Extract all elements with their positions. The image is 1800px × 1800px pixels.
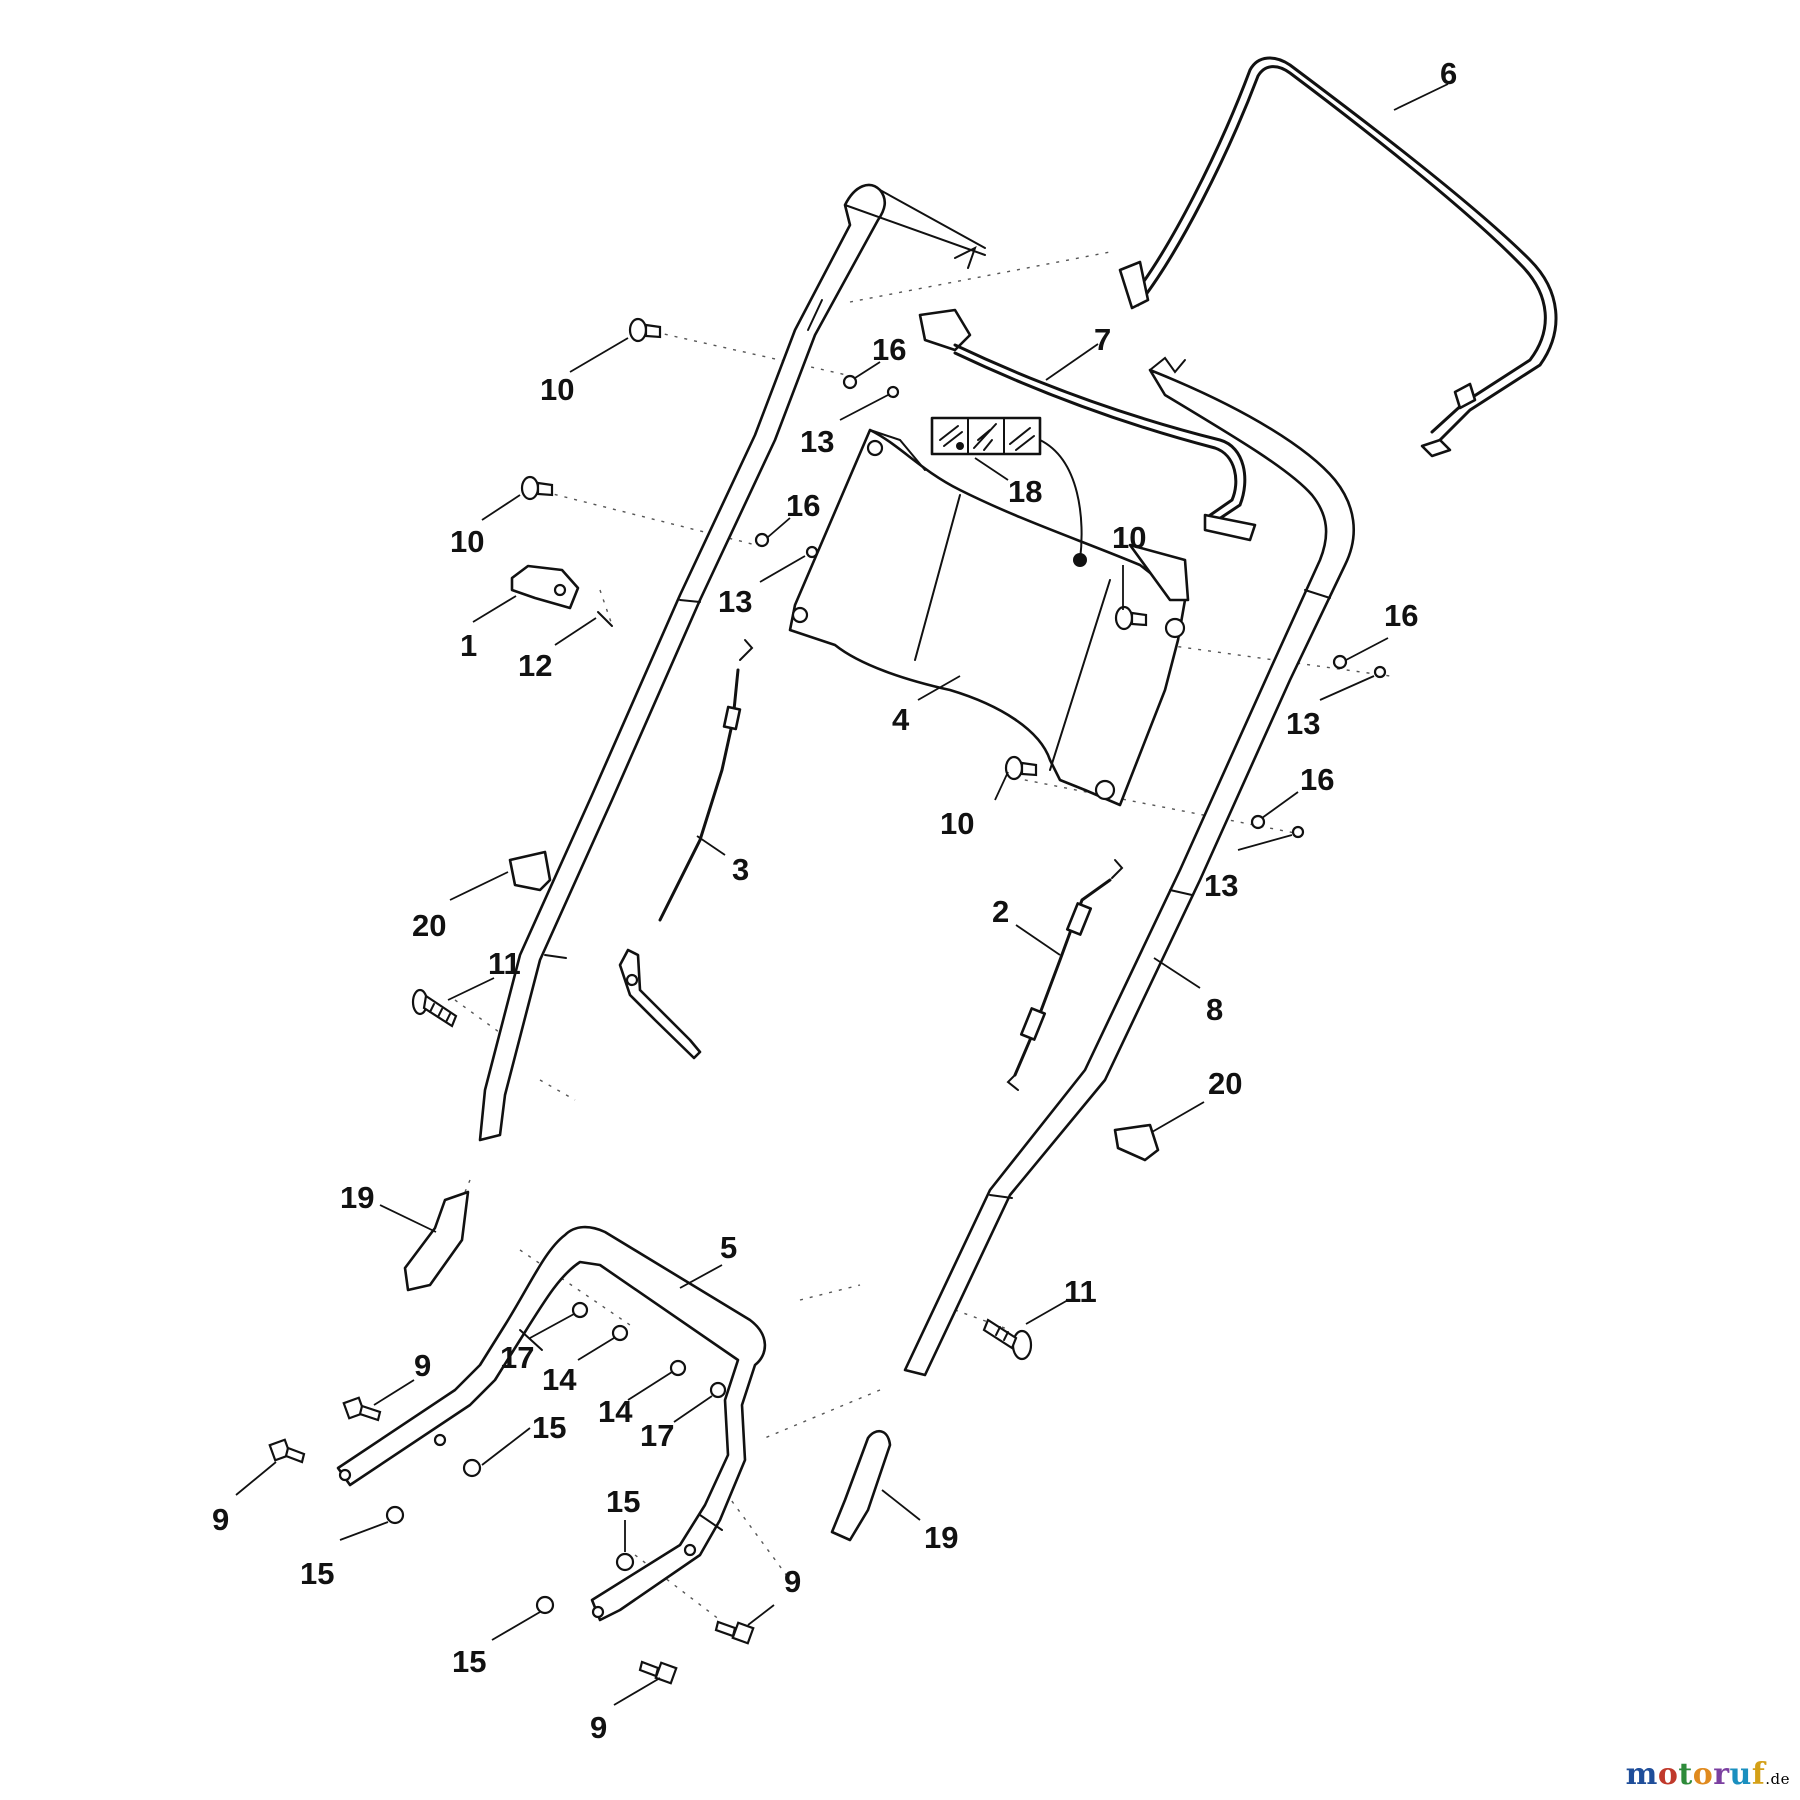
callout-3: 3	[732, 852, 749, 887]
callout-11: 11	[488, 946, 521, 981]
callout-16: 16	[1300, 762, 1334, 797]
start-icon	[973, 423, 997, 451]
callout-17: 17	[640, 1418, 674, 1453]
washer-17-a	[571, 1301, 589, 1319]
upper-handle-left-tube	[478, 183, 986, 1142]
nut-15-b	[385, 1505, 405, 1525]
callout-20: 20	[1208, 1066, 1242, 1101]
callout-9: 9	[590, 1710, 607, 1745]
nut-13-c	[1373, 665, 1387, 679]
washer-16-d	[1250, 814, 1266, 830]
callout-14: 14	[598, 1394, 633, 1429]
callout-10: 10	[540, 372, 574, 407]
bolt-9-c	[714, 1620, 755, 1645]
callout-5: 5	[720, 1230, 737, 1265]
choke-icon	[939, 425, 964, 450]
control-bail-bar	[1118, 56, 1558, 458]
callout-15: 15	[532, 1410, 566, 1445]
nut-13-b	[805, 545, 819, 559]
watermark-letter: o	[1657, 1757, 1679, 1792]
carriage-bolt-11-b	[982, 1318, 1033, 1361]
callout-16: 16	[1384, 598, 1418, 633]
callout-13: 13	[1286, 706, 1320, 741]
bolt-10-c	[1114, 605, 1148, 631]
watermark-letter: u	[1729, 1757, 1752, 1792]
screw-12	[597, 611, 613, 627]
callout-13: 13	[800, 424, 834, 459]
washer-16-b	[754, 532, 770, 548]
throttle-cable	[618, 639, 754, 1060]
washer-16-a	[842, 374, 858, 390]
nut-13-d	[1291, 825, 1305, 839]
nut-13-a	[886, 385, 900, 399]
callout-19: 19	[340, 1180, 374, 1215]
nut-14-b	[669, 1359, 687, 1377]
cap-20-a	[508, 850, 552, 892]
callout-20: 20	[412, 908, 446, 943]
brake-cable-rod	[918, 308, 1257, 542]
brake-cable	[1006, 859, 1124, 1091]
callout-13: 13	[1204, 868, 1238, 903]
nut-14-a	[611, 1324, 629, 1342]
motoruf-watermark: motoruf.de	[1626, 1757, 1790, 1792]
callout-9: 9	[212, 1502, 229, 1537]
callout-10: 10	[450, 524, 484, 559]
bolt-9-b	[268, 1438, 306, 1464]
callout-12: 12	[518, 648, 552, 683]
bolt-9-d	[638, 1660, 678, 1685]
callout-14: 14	[542, 1362, 577, 1397]
assembly-lines	[444, 251, 1391, 1621]
cover-19-a	[403, 1190, 470, 1292]
callout-15: 15	[606, 1484, 640, 1519]
cap-20-b	[1113, 1123, 1160, 1162]
callout-6: 6	[1440, 56, 1457, 91]
watermark-letter: r	[1713, 1757, 1730, 1792]
control-decal	[930, 416, 1087, 567]
callout-19: 19	[924, 1520, 958, 1555]
leader-lines	[235, 83, 1449, 1706]
callout-13: 13	[718, 584, 752, 619]
callout-15: 15	[452, 1644, 486, 1679]
callout-7: 7	[1094, 322, 1111, 357]
stop-icon	[1009, 427, 1035, 451]
bolt-10-d	[1004, 755, 1038, 781]
callout-9: 9	[414, 1348, 431, 1383]
cover-19-b	[830, 1430, 892, 1542]
callout-16: 16	[786, 488, 820, 523]
bolt-9-a	[342, 1396, 382, 1422]
watermark-letter: t	[1678, 1757, 1693, 1792]
cable-clip	[510, 564, 580, 610]
callout-17: 17	[500, 1340, 534, 1375]
callout-8: 8	[1206, 992, 1223, 1027]
callout-11: 11	[1064, 1274, 1097, 1309]
watermark-letter: m	[1625, 1757, 1658, 1792]
washer-16-c	[1332, 654, 1348, 670]
carriage-bolt-11-a	[411, 988, 458, 1028]
bolt-10-b	[520, 475, 554, 501]
callout-10: 10	[940, 806, 974, 841]
bolt-10-a	[628, 317, 662, 343]
washer-17-b	[709, 1381, 727, 1399]
callout-15: 15	[300, 1556, 334, 1591]
callout-18: 18	[1008, 474, 1042, 509]
callout-9: 9	[784, 1564, 801, 1599]
upper-handle-right-tube	[903, 356, 1356, 1377]
callout-1: 1	[460, 628, 477, 663]
watermark-letter: f	[1751, 1757, 1766, 1792]
nut-15-c	[615, 1552, 635, 1572]
nut-15-a	[462, 1458, 482, 1478]
lower-handle	[336, 1225, 767, 1622]
callout-4: 4	[892, 702, 910, 737]
watermark-domain: .de	[1765, 1770, 1790, 1788]
console-panel	[788, 428, 1190, 807]
callout-10: 10	[1112, 520, 1146, 555]
callout-16: 16	[872, 332, 906, 367]
callout-labels: 6 7 16 10 13 18 16 10 10 13 1 12 16 13 4…	[212, 56, 1457, 1745]
callout-2: 2	[992, 894, 1009, 929]
nut-15-d	[535, 1595, 555, 1615]
watermark-letter: o	[1692, 1757, 1714, 1792]
